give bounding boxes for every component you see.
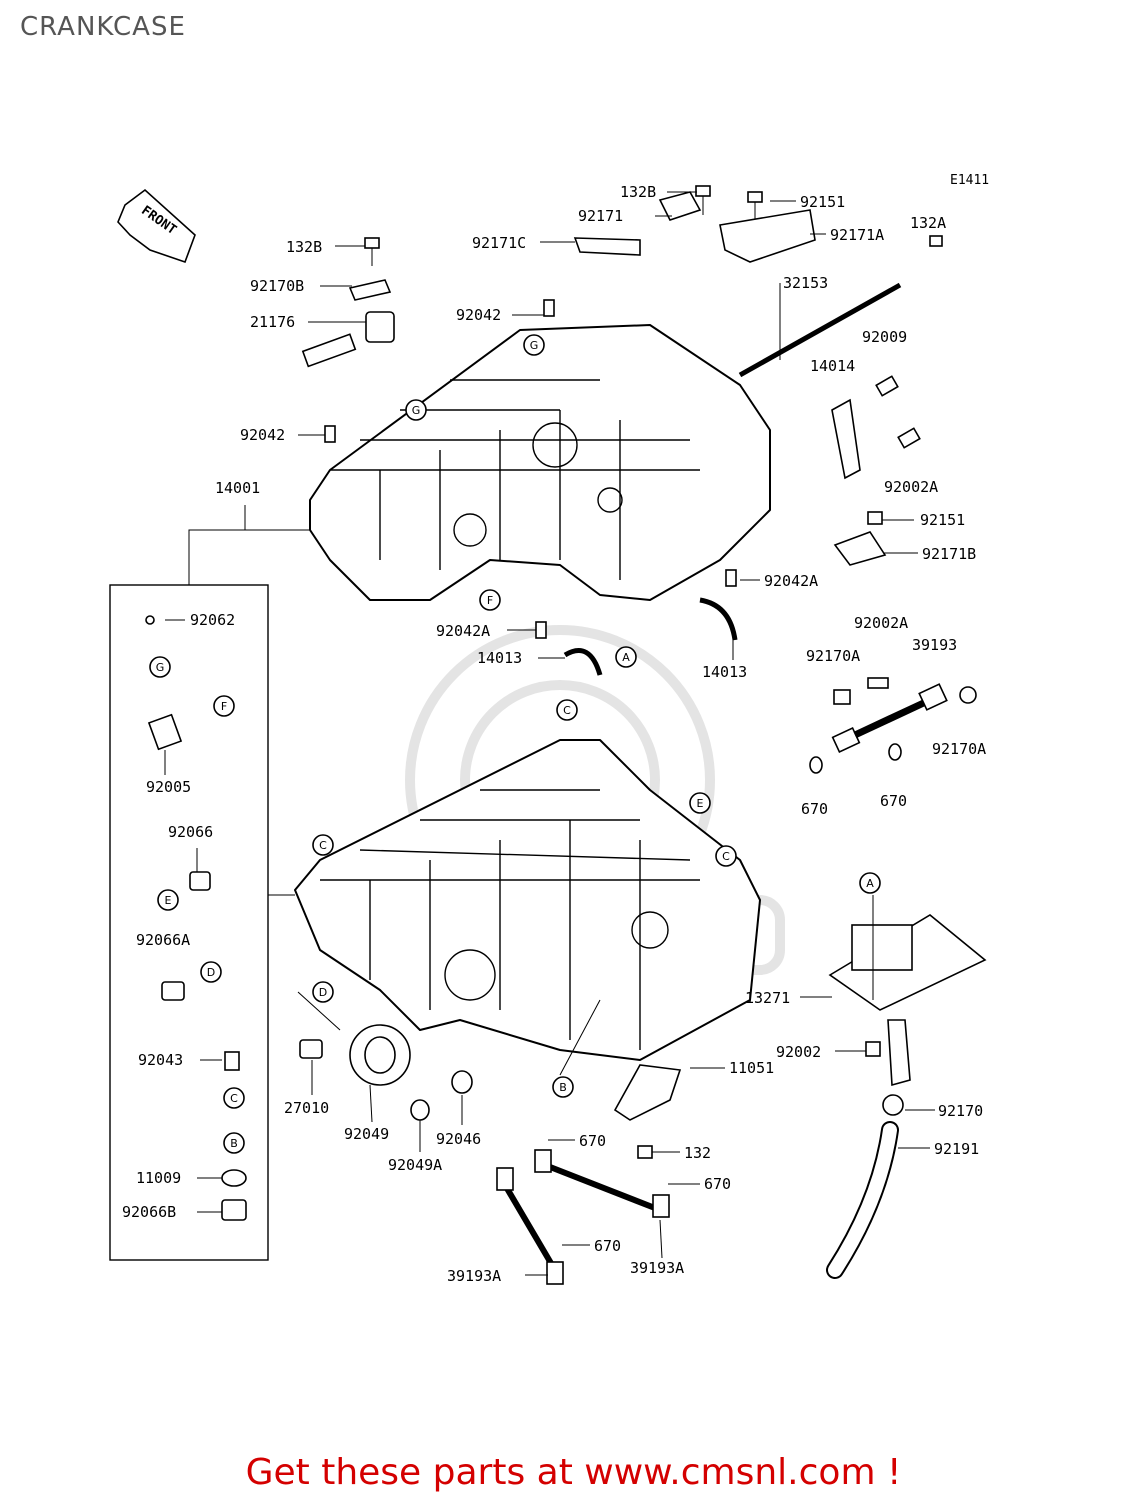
svg-text:F: F bbox=[221, 700, 227, 713]
callout-d: D bbox=[312, 981, 334, 1003]
part-label: 92043 bbox=[138, 1051, 183, 1069]
crankcase-diagram: E1411 FRONT bbox=[109, 173, 989, 1285]
small-parts bbox=[145, 185, 987, 1285]
part-label: 92042A bbox=[764, 572, 818, 590]
callout-d: D bbox=[200, 961, 222, 983]
svg-text:C: C bbox=[319, 839, 327, 852]
callout-c: C bbox=[715, 845, 737, 867]
part-label: 92170A bbox=[806, 647, 860, 665]
svg-text:B: B bbox=[230, 1137, 238, 1150]
svg-text:D: D bbox=[319, 986, 327, 999]
svg-text:A: A bbox=[866, 877, 874, 890]
svg-text:B: B bbox=[559, 1081, 567, 1094]
part-label: 132B bbox=[286, 238, 322, 256]
part-label: 92170A bbox=[932, 740, 986, 758]
lower-crankcase bbox=[294, 739, 761, 1061]
part-label: 92170B bbox=[250, 277, 304, 295]
page-title: CRANKCASE bbox=[20, 12, 186, 42]
part-label: 92151 bbox=[920, 511, 965, 529]
callout-c: C bbox=[223, 1087, 245, 1109]
upper-crankcase bbox=[309, 324, 771, 601]
part-label: 670 bbox=[594, 1237, 621, 1255]
svg-text:E: E bbox=[697, 797, 704, 810]
part-label: 92042A bbox=[436, 622, 490, 640]
svg-text:G: G bbox=[412, 404, 421, 417]
part-label: 39193 bbox=[912, 636, 957, 654]
part-label: 92171A bbox=[830, 226, 884, 244]
leader-lines bbox=[164, 191, 935, 1276]
part-label: 92066 bbox=[168, 823, 213, 841]
part-labels: 132B 92151 92171 132A 92171A 92171C 132B… bbox=[122, 183, 986, 1285]
front-arrow-icon: FRONT bbox=[117, 188, 196, 264]
svg-text:E: E bbox=[165, 894, 172, 907]
part-label: 92171 bbox=[578, 207, 623, 225]
part-label: 132 bbox=[684, 1144, 711, 1162]
part-label: 92049 bbox=[344, 1125, 389, 1143]
part-label: 92002A bbox=[884, 478, 938, 496]
callout-g: G bbox=[149, 656, 171, 678]
part-label: 92151 bbox=[800, 193, 845, 211]
part-label: 14001 bbox=[215, 479, 260, 497]
part-label: 14014 bbox=[810, 357, 855, 375]
part-label: 92066B bbox=[122, 1203, 176, 1221]
part-label: 92066A bbox=[136, 931, 190, 949]
part-label: 11009 bbox=[136, 1169, 181, 1187]
part-label: 92171B bbox=[922, 545, 976, 563]
svg-text:F: F bbox=[487, 594, 493, 607]
diagram-code: E1411 bbox=[950, 173, 989, 188]
callout-g: G bbox=[523, 334, 545, 356]
part-label: 92042 bbox=[240, 426, 285, 444]
callout-g: G bbox=[405, 399, 427, 421]
part-label: 132B bbox=[620, 183, 656, 201]
part-label: 670 bbox=[880, 792, 907, 810]
svg-text:G: G bbox=[156, 661, 165, 674]
part-label: 13271 bbox=[745, 989, 790, 1007]
part-label: 670 bbox=[801, 800, 828, 818]
part-label: 92009 bbox=[862, 328, 907, 346]
callout-circles: G G F A G F C E C C A E D D B C B bbox=[149, 334, 881, 1154]
part-label: 92171C bbox=[472, 234, 526, 252]
callout-a: A bbox=[859, 872, 881, 894]
callout-f: F bbox=[213, 695, 235, 717]
part-label: 670 bbox=[704, 1175, 731, 1193]
part-label: 92005 bbox=[146, 778, 191, 796]
part-label: 92002 bbox=[776, 1043, 821, 1061]
part-label: 21176 bbox=[250, 313, 295, 331]
svg-text:C: C bbox=[722, 850, 730, 863]
part-label: 92049A bbox=[388, 1156, 442, 1174]
part-label: 11051 bbox=[729, 1059, 774, 1077]
callout-a: A bbox=[615, 646, 637, 668]
part-label: 32153 bbox=[783, 274, 828, 292]
part-label: 132A bbox=[910, 214, 946, 232]
part-label: 92170 bbox=[938, 1102, 983, 1120]
callout-c: C bbox=[556, 699, 578, 721]
part-label: 92191 bbox=[934, 1140, 979, 1158]
part-label: 39193A bbox=[447, 1267, 501, 1285]
callout-b: B bbox=[223, 1132, 245, 1154]
part-label: 39193A bbox=[630, 1259, 684, 1277]
callout-c: C bbox=[312, 834, 334, 856]
part-label: 14013 bbox=[702, 663, 747, 681]
part-label: 92046 bbox=[436, 1130, 481, 1148]
svg-text:C: C bbox=[230, 1092, 238, 1105]
part-label: 92002A bbox=[854, 614, 908, 632]
part-label: 670 bbox=[579, 1132, 606, 1150]
footer-promo-link[interactable]: Get these parts at www.cmsnl.com ! bbox=[245, 1452, 902, 1493]
svg-text:C: C bbox=[563, 704, 571, 717]
svg-text:G: G bbox=[530, 339, 539, 352]
callout-b: B bbox=[552, 1076, 574, 1098]
part-label: 92062 bbox=[190, 611, 235, 629]
callout-f: F bbox=[479, 589, 501, 611]
svg-text:D: D bbox=[207, 966, 215, 979]
callout-e: E bbox=[157, 889, 179, 911]
kit-bracket-box bbox=[109, 505, 310, 1261]
part-label: 92042 bbox=[456, 306, 501, 324]
svg-text:A: A bbox=[622, 651, 630, 664]
part-label: 14013 bbox=[477, 649, 522, 667]
callout-e: E bbox=[689, 792, 711, 814]
part-label: 27010 bbox=[284, 1099, 329, 1117]
